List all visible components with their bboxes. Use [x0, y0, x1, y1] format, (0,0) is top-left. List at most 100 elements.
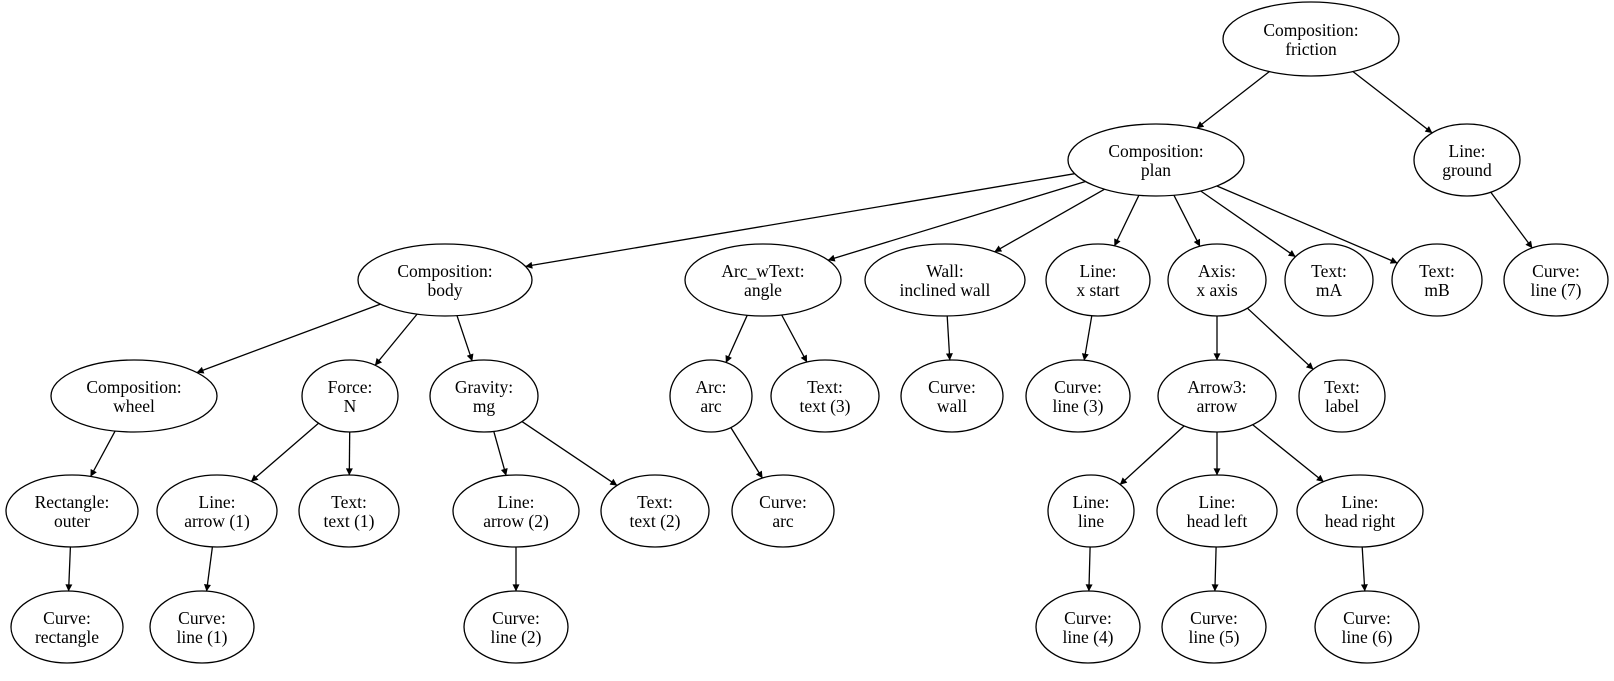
node-text3: Text:text (3)	[770, 359, 880, 433]
node-ellipse-line2	[463, 590, 569, 664]
node-arrow1: Line:arrow (1)	[156, 474, 278, 548]
node-text2: Text:text (2)	[600, 474, 710, 548]
edge-plan-to-x-start	[1113, 195, 1140, 247]
edge-body-to-gravity	[456, 315, 474, 362]
edge-friction-to-plan	[1196, 71, 1270, 129]
node-label-arc: Arc:arc	[695, 377, 726, 416]
node-curve-arc: Curve:arc	[731, 474, 835, 548]
edge-plan-to-inclined-wall	[994, 188, 1105, 253]
node-label-line4: Curve:line (4)	[1062, 608, 1113, 647]
node-ellipse-head-right	[1296, 474, 1424, 548]
node-ellipse-gravity	[429, 359, 539, 433]
node-curve-rectangle: Curve:rectangle	[10, 590, 124, 664]
edge-body-to-wheel	[196, 303, 381, 374]
edge-plan-to-mA	[1200, 190, 1296, 258]
node-ellipse-angle	[684, 243, 842, 317]
node-ellipse-line3	[1025, 359, 1131, 433]
edge-ground-to-line7	[1490, 191, 1533, 249]
node-ellipse-wheel	[50, 359, 218, 433]
node-ellipse-outer	[5, 474, 139, 548]
node-label-curve-wall: Curve:wall	[928, 377, 976, 416]
node-label-line2: Curve:line (2)	[490, 608, 541, 647]
edge-arrow3-to-line-node	[1119, 425, 1185, 485]
node-label-arrow1: Line:arrow (1)	[184, 492, 250, 531]
node-ellipse-x-start	[1045, 243, 1151, 317]
node-ellipse-curve-rectangle	[10, 590, 124, 664]
node-label-x-start: Line:x start	[1076, 261, 1119, 300]
node-line-node: Line:line	[1047, 474, 1135, 548]
node-head-left: Line:head left	[1156, 474, 1278, 548]
node-outer: Rectangle:outer	[5, 474, 139, 548]
node-x-axis: Axis:x axis	[1167, 243, 1267, 317]
node-label-curve-arc: Curve:arc	[759, 492, 807, 531]
edge-x-axis-to-label	[1246, 307, 1314, 370]
edge-angle-to-arc	[725, 315, 748, 363]
node-label-line5: Curve:line (5)	[1188, 608, 1239, 647]
node-label-x-axis: Axis:x axis	[1196, 261, 1238, 300]
node-ellipse-arrow2	[452, 474, 580, 548]
edge-head-right-to-line6	[1360, 546, 1368, 592]
node-label-line7: Curve:line (7)	[1530, 261, 1581, 300]
node-ellipse-x-axis	[1167, 243, 1267, 317]
node-gravity: Gravity:mg	[429, 359, 539, 433]
node-label-friction: Composition:friction	[1263, 20, 1358, 59]
node-label-mB: Text:mB	[1419, 261, 1455, 300]
edge-plan-to-angle	[827, 180, 1086, 262]
node-angle: Arc_wText:angle	[684, 243, 842, 317]
edge-arrow3-to-head-right	[1252, 424, 1324, 483]
edge-layer	[65, 70, 1533, 592]
edge-outer-to-curve-rectangle	[65, 546, 73, 592]
node-label-forceN: Force:N	[328, 377, 373, 416]
node-label-wheel: Composition:wheel	[86, 377, 181, 416]
node-label-arrow2: Line:arrow (2)	[483, 492, 549, 531]
node-label-line3: Curve:line (3)	[1052, 377, 1103, 416]
node-label-line6: Curve:line (6)	[1341, 608, 1392, 647]
node-label-plan: Composition:plan	[1108, 141, 1203, 180]
node-label-head-left: Line:head left	[1187, 492, 1248, 531]
node-ellipse-line5	[1161, 590, 1267, 664]
edge-arrow1-to-line1	[203, 546, 214, 592]
node-line3: Curve:line (3)	[1025, 359, 1131, 433]
edge-line-node-to-line4	[1085, 546, 1093, 592]
node-ellipse-plan	[1067, 123, 1245, 197]
edge-plan-to-x-axis	[1173, 194, 1201, 247]
node-ellipse-line4	[1035, 590, 1141, 664]
node-ellipse-line-node	[1047, 474, 1135, 548]
node-line4: Curve:line (4)	[1035, 590, 1141, 664]
node-label-ground: Line:ground	[1442, 141, 1492, 180]
node-ellipse-curve-wall	[900, 359, 1004, 433]
node-ellipse-line1	[149, 590, 255, 664]
node-ellipse-text2	[600, 474, 710, 548]
edge-gravity-to-arrow2	[493, 431, 508, 476]
node-x-start: Line:x start	[1045, 243, 1151, 317]
edge-plan-to-mB	[1216, 185, 1398, 264]
edge-friction-to-ground	[1352, 70, 1433, 134]
node-label-line1: Curve:line (1)	[176, 608, 227, 647]
node-line6: Curve:line (6)	[1314, 590, 1420, 664]
node-inclined-wall: Wall:inclined wall	[864, 243, 1026, 317]
node-label-gravity: Gravity:mg	[455, 377, 513, 416]
node-mB: Text:mB	[1391, 243, 1483, 317]
node-label-outer: Rectangle:outer	[35, 492, 110, 531]
node-ground: Line:ground	[1413, 123, 1521, 197]
node-text1: Text:text (1)	[298, 474, 400, 548]
node-friction: Composition:friction	[1222, 1, 1400, 77]
edge-angle-to-text3	[781, 314, 808, 363]
node-ellipse-mA	[1284, 243, 1374, 317]
edge-inclined-wall-to-curve-wall	[945, 315, 953, 361]
node-ellipse-mB	[1391, 243, 1483, 317]
node-ellipse-arrow1	[156, 474, 278, 548]
node-arrow3: Arrow3:arrow	[1157, 359, 1277, 433]
node-label-label: Text:label	[1324, 377, 1360, 416]
node-ellipse-inclined-wall	[864, 243, 1026, 317]
edge-forceN-to-arrow1	[250, 422, 319, 482]
node-ellipse-body	[357, 243, 533, 317]
node-ellipse-line6	[1314, 590, 1420, 664]
node-mA: Text:mA	[1284, 243, 1374, 317]
edge-x-start-to-line3	[1081, 315, 1093, 361]
node-label: Text:label	[1298, 359, 1386, 433]
node-body: Composition:body	[357, 243, 533, 317]
node-ellipse-arc	[669, 359, 753, 433]
node-plan: Composition:plan	[1067, 123, 1245, 197]
